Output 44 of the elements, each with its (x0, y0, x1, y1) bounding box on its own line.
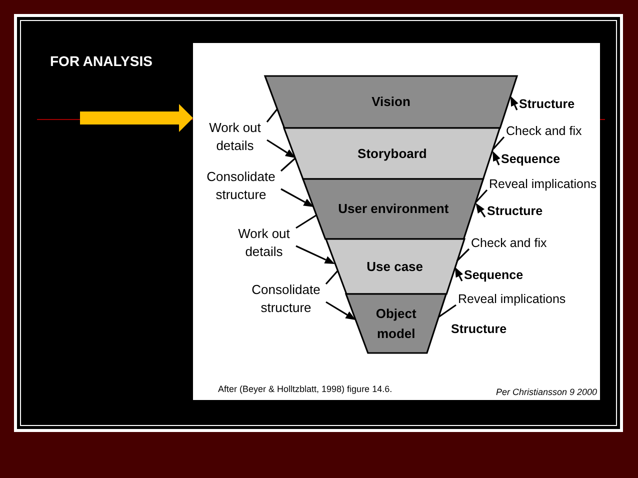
side-note: Sequence (464, 267, 524, 283)
slide-title: FOR ANALYSIS (50, 52, 152, 71)
side-note: Work out details (205, 119, 265, 155)
figure-panel (193, 43, 600, 400)
arrow (296, 245, 335, 264)
side-note: Check and fix (506, 123, 582, 139)
side-note: Structure (451, 321, 507, 338)
layer-label: Object model (374, 304, 418, 342)
side-note: Sequence (501, 151, 560, 167)
side-note: Consolidate structure (203, 168, 279, 204)
connector-line (456, 248, 470, 262)
connector-line (296, 214, 318, 229)
block-arrow (80, 104, 193, 132)
side-note: Work out details (234, 225, 294, 261)
connector-line (325, 270, 338, 285)
layer-label: User environment (338, 200, 449, 218)
funnel-layer (346, 294, 446, 353)
funnel-layer (303, 179, 484, 239)
connector-line (266, 108, 278, 122)
layer-label: Vision (372, 93, 410, 112)
arrow (280, 188, 314, 207)
side-note: Check and fix (471, 235, 547, 251)
side-note: Consolidate structure (248, 281, 324, 317)
arrow (326, 301, 356, 320)
layer-label: Use case (366, 258, 424, 276)
arrow (454, 267, 464, 282)
connector-line (475, 189, 488, 203)
connector-line (492, 136, 505, 150)
side-note: Reveal implications (489, 176, 597, 192)
connector-line (280, 157, 296, 172)
arrow (266, 139, 296, 158)
arrow (492, 151, 500, 166)
source-note: After (Beyer & Holltzblatt, 1998) figure 14.6. (218, 383, 392, 396)
side-note: Structure (487, 203, 543, 219)
funnel-layer (284, 128, 500, 179)
funnel-layer (265, 76, 517, 128)
arrow (510, 96, 518, 110)
funnel-layer (326, 239, 464, 294)
author-note: Per Christiansson 9 2000 (496, 386, 598, 399)
side-note: Reveal implications (458, 291, 566, 307)
connector-line (438, 304, 456, 318)
layer-label: Storyboard (358, 144, 427, 163)
arrow (476, 203, 486, 218)
side-note: Structure (519, 96, 575, 112)
